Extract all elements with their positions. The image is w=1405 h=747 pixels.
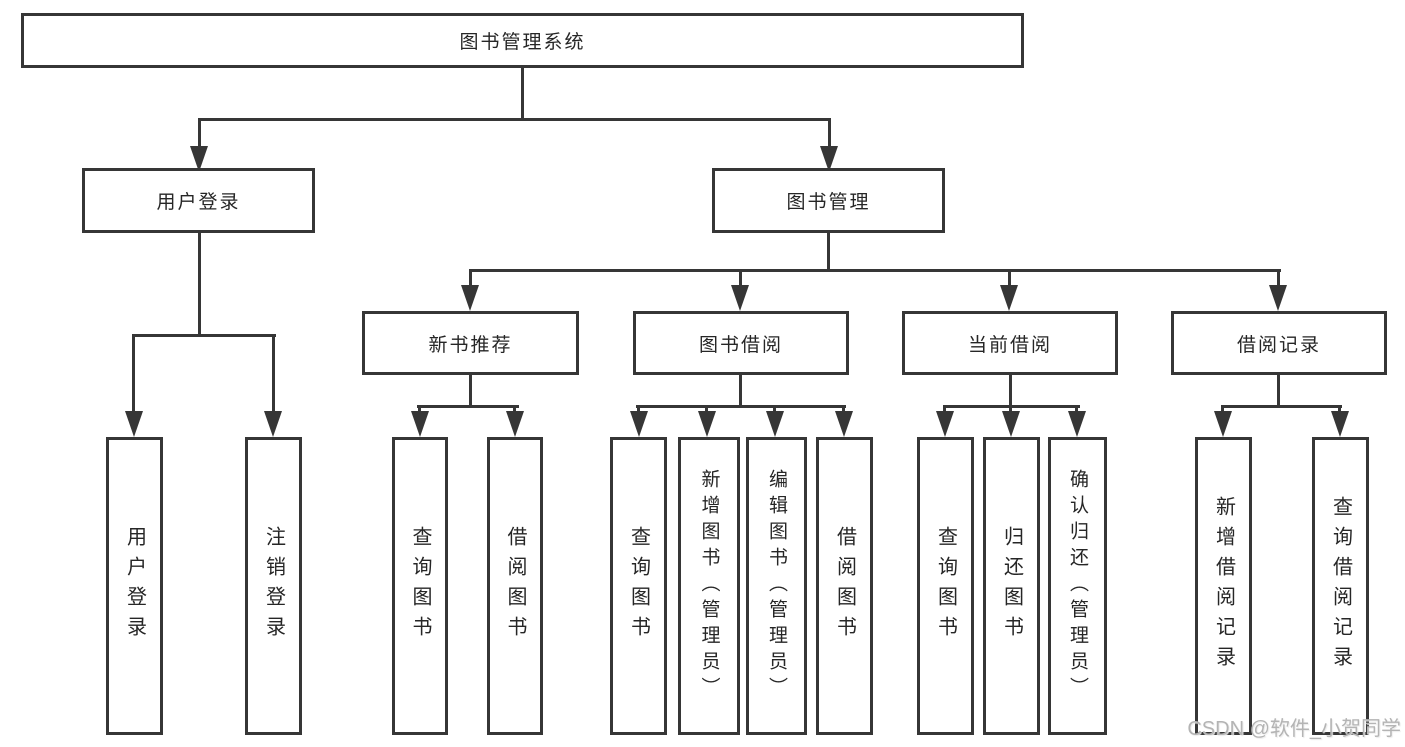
arrowhead-down-icon bbox=[411, 411, 429, 437]
leaf-query-books-3: 查询图书 bbox=[917, 437, 974, 735]
arrowhead-down-icon bbox=[766, 411, 784, 437]
leaf-label: 新增图书（管理员） bbox=[698, 469, 720, 703]
node-borrowing-records: 借阅记录 bbox=[1171, 311, 1387, 375]
arrowhead-down-icon bbox=[835, 411, 853, 437]
connector-book-mgmt-stem-4 bbox=[1277, 269, 1280, 291]
node-label: 借阅记录 bbox=[1236, 334, 1321, 356]
connector-root-vline bbox=[521, 66, 524, 120]
leaf-user-login: 用户登录 bbox=[106, 437, 163, 735]
leaf-label: 编辑图书（管理员） bbox=[766, 469, 787, 703]
leaf-query-books-2: 查询图书 bbox=[610, 437, 667, 735]
leaf-label: 查询图书 bbox=[627, 526, 650, 646]
node-label: 新书推荐 bbox=[428, 334, 513, 356]
connector-user-login-vline bbox=[198, 230, 201, 337]
node-label: 用户登录 bbox=[156, 192, 241, 213]
arrowhead-down-icon bbox=[461, 285, 479, 311]
connector-root-left-stem bbox=[198, 118, 201, 150]
connector-new-book-vline bbox=[469, 373, 472, 408]
leaf-label: 新增借阅记录 bbox=[1212, 496, 1235, 676]
arrowhead-down-icon bbox=[1269, 285, 1287, 311]
connector-root-hline bbox=[198, 118, 831, 121]
arrowhead-down-icon bbox=[1000, 285, 1018, 311]
watermark-csdn: CSDN @软件_小贺同学 bbox=[1187, 718, 1401, 740]
node-label: 图书借阅 bbox=[698, 334, 783, 356]
leaf-borrow-books-1: 借阅图书 bbox=[487, 437, 543, 735]
leaf-label: 归还图书 bbox=[1000, 526, 1023, 646]
connector-borrow-records-hline bbox=[1221, 405, 1342, 408]
node-book-management: 图书管理 bbox=[712, 168, 945, 233]
arrowhead-down-icon bbox=[1214, 411, 1232, 437]
connector-user-login-hline bbox=[132, 334, 276, 337]
arrowhead-down-icon bbox=[731, 285, 749, 311]
node-current-borrowing: 当前借阅 bbox=[902, 311, 1118, 375]
leaf-borrow-books-2: 借阅图书 bbox=[816, 437, 873, 735]
node-label: 当前借阅 bbox=[967, 334, 1052, 356]
node-library-management-system: 图书管理系统 bbox=[21, 13, 1024, 68]
leaf-label: 查询借阅记录 bbox=[1329, 496, 1352, 676]
arrowhead-down-icon bbox=[1002, 411, 1020, 437]
node-book-borrowing: 图书借阅 bbox=[633, 311, 849, 375]
arrowhead-down-icon bbox=[698, 411, 716, 437]
node-label: 图书管理系统 bbox=[459, 32, 586, 53]
node-new-book-recommend: 新书推荐 bbox=[362, 311, 579, 375]
connector-new-book-hline bbox=[417, 405, 519, 408]
arrowhead-down-icon bbox=[820, 146, 838, 172]
connector-root-right-stem bbox=[828, 118, 831, 150]
arrowhead-down-icon bbox=[1331, 411, 1349, 437]
node-label: 图书管理 bbox=[786, 192, 871, 213]
connector-book-mgmt-hline bbox=[469, 269, 1281, 272]
connector-book-mgmt-stem-1 bbox=[469, 269, 472, 291]
arrowhead-down-icon bbox=[506, 411, 524, 437]
connector-book-mgmt-stem-2 bbox=[739, 269, 742, 291]
leaf-logout: 注销登录 bbox=[245, 437, 302, 735]
leaf-label: 注销登录 bbox=[262, 526, 285, 646]
arrowhead-down-icon bbox=[630, 411, 648, 437]
leaf-query-borrow-record: 查询借阅记录 bbox=[1312, 437, 1369, 735]
connector-book-mgmt-vline bbox=[827, 230, 830, 272]
leaf-label: 确认归还（管理员） bbox=[1067, 469, 1088, 703]
connector-book-borrow-vline bbox=[739, 373, 742, 408]
arrowhead-down-icon bbox=[936, 411, 954, 437]
leaf-add-borrow-record: 新增借阅记录 bbox=[1195, 437, 1252, 735]
arrowhead-down-icon bbox=[125, 411, 143, 437]
arrowhead-down-icon bbox=[1068, 411, 1086, 437]
leaf-add-book-admin: 新增图书（管理员） bbox=[678, 437, 740, 735]
leaf-label: 查询图书 bbox=[934, 526, 957, 646]
leaf-label: 查询图书 bbox=[409, 526, 431, 646]
leaf-return-books: 归还图书 bbox=[983, 437, 1040, 735]
arrowhead-down-icon bbox=[264, 411, 282, 437]
connector-book-borrow-hline bbox=[636, 405, 846, 408]
leaf-edit-book-admin: 编辑图书（管理员） bbox=[746, 437, 807, 735]
leaf-label: 借阅图书 bbox=[504, 526, 526, 646]
node-user-login: 用户登录 bbox=[82, 168, 315, 233]
leaf-label: 用户登录 bbox=[123, 526, 146, 646]
connector-book-mgmt-stem-3 bbox=[1008, 269, 1011, 291]
arrowhead-down-icon bbox=[190, 146, 208, 172]
leaf-label: 借阅图书 bbox=[833, 526, 856, 646]
connector-user-login-stem-2 bbox=[272, 334, 275, 414]
connector-user-login-stem-1 bbox=[132, 334, 135, 414]
leaf-query-books-1: 查询图书 bbox=[392, 437, 448, 735]
connector-current-borrow-vline bbox=[1009, 373, 1012, 408]
leaf-confirm-return-admin: 确认归还（管理员） bbox=[1048, 437, 1107, 735]
connector-borrow-records-vline bbox=[1277, 373, 1280, 408]
